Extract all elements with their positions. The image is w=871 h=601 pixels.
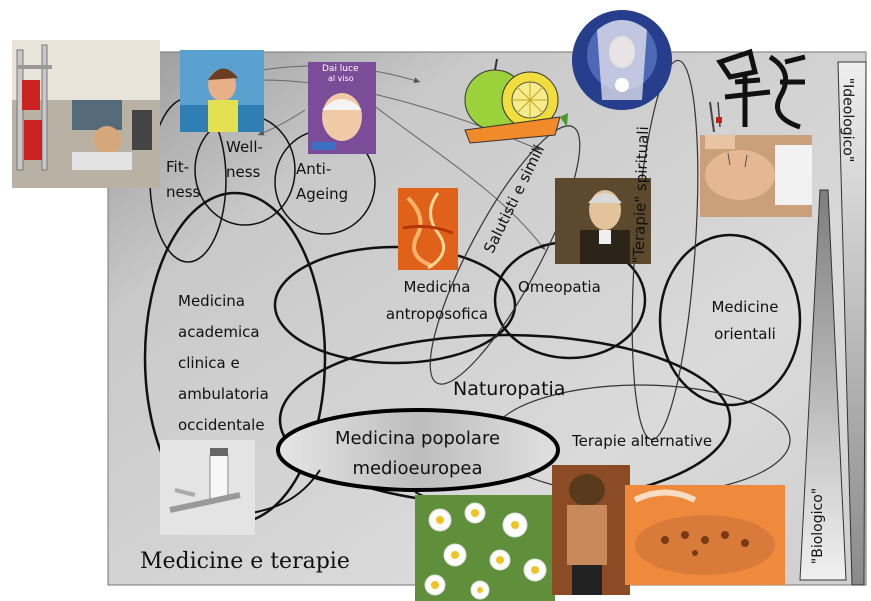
popolare-line2: medioeuropea <box>352 458 483 479</box>
label-medicina-popolare: Medicina popolare medioeuropea <box>300 424 535 484</box>
label-antiageing: Anti- Ageing <box>296 160 348 204</box>
massage-photo <box>552 465 630 595</box>
label-naturopatia: Naturopatia <box>453 378 566 400</box>
magazine-line1: Dai luce <box>322 64 359 74</box>
label-wellness-line2: ness <box>226 162 261 181</box>
label-fitness-line1: Fit- <box>166 158 189 176</box>
medicina-popolare-ellipse <box>276 408 560 492</box>
gym-photo <box>12 40 160 188</box>
popolare-line1: Medicina popolare <box>334 428 501 449</box>
fruit-illustration <box>455 55 570 150</box>
salutisti-ellipse <box>429 125 581 385</box>
academica-line1: Medicina <box>178 292 245 310</box>
label-ideologico: "Ideologico" <box>839 77 856 163</box>
label-antiageing-line2: Ageing <box>296 184 349 203</box>
label-wellness: Well- ness <box>226 138 263 182</box>
antroposofica-ellipse <box>273 245 517 365</box>
vial-syringe-photo <box>160 440 255 535</box>
hot-stone-photo <box>625 485 785 585</box>
label-omeopatia: Omeopatia <box>518 278 601 296</box>
orientali-line1: Medicine <box>711 298 779 316</box>
hahnemann-portrait <box>555 178 651 264</box>
magazine-line2: al viso <box>328 74 354 83</box>
acupuncture-photo <box>700 135 812 217</box>
academica-line2: academica <box>178 323 260 341</box>
orientali-line2: orientali <box>714 324 776 343</box>
academica-line5: occidentale <box>178 416 265 434</box>
sage-illustration <box>572 10 672 110</box>
academica-line4: ambulatoria <box>178 385 269 403</box>
wellness-photo <box>180 50 264 132</box>
antroposofica-line1: Medicina <box>403 278 471 296</box>
label-medicine-orientali: Medicine orientali <box>700 298 790 344</box>
label-fitness: Fit- ness <box>166 158 200 202</box>
calligraphy <box>700 42 810 132</box>
anthroposophy-artwork <box>398 188 458 270</box>
label-terapie-alternative: Terapie alternative <box>572 432 713 450</box>
chamomile-photo <box>415 495 555 601</box>
label-wellness-line1: Well- <box>226 138 263 156</box>
magazine-photo: Dai luce al viso <box>308 62 376 154</box>
antroposofica-line2: antroposofica <box>385 304 489 323</box>
label-antroposofica: Medicina antroposofica <box>362 278 512 324</box>
diagram-title: Medicine e terapie <box>140 549 350 574</box>
label-medicina-academica: Medicina academica clinica e ambulatoria… <box>178 286 269 441</box>
orientali-ellipse <box>658 233 802 407</box>
label-antiageing-line1: Anti- <box>296 160 332 178</box>
biologico-wedge <box>799 189 847 581</box>
label-biologico: "Biologico" <box>810 487 827 565</box>
label-fitness-line2: ness <box>166 182 201 201</box>
academica-line3: clinica e <box>178 354 240 372</box>
ideologico-wedge <box>837 61 867 586</box>
